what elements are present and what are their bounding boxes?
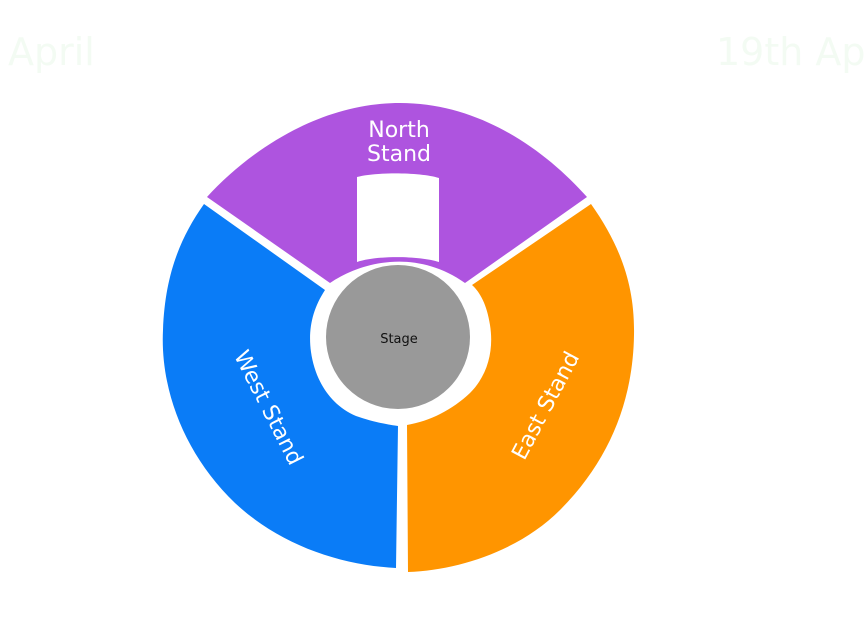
header-left-text: April	[8, 30, 95, 74]
north-aisle	[357, 173, 439, 262]
north-stand-label-line1: North	[368, 118, 430, 143]
west-stand-section[interactable]	[162, 204, 398, 568]
seating-map: North Stand West Stand East Stand Stage	[162, 103, 635, 572]
stage[interactable]	[326, 265, 470, 409]
stage-label: Stage	[380, 332, 418, 347]
east-stand-section[interactable]	[407, 204, 635, 572]
header-right-text: 19th Ap	[716, 30, 866, 74]
north-stand-label-line2: Stand	[367, 142, 431, 167]
